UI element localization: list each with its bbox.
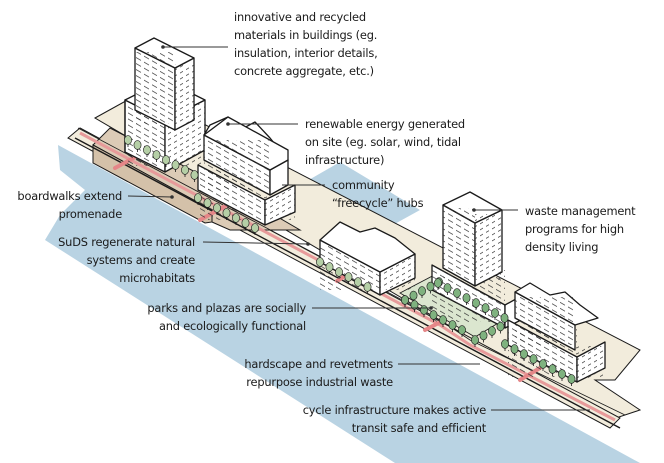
callout-line: systems and create bbox=[86, 253, 196, 267]
tree-icon bbox=[418, 286, 426, 298]
callout-line: transit safe and efficient bbox=[351, 421, 486, 435]
tree-icon bbox=[458, 325, 466, 337]
callout-line: community bbox=[332, 178, 395, 192]
callout-line: “freecycle” hubs bbox=[332, 196, 424, 210]
tree-icon bbox=[462, 293, 471, 305]
tree-icon bbox=[520, 349, 528, 361]
callout-parks: parks and plazas are socially and ecolog… bbox=[147, 299, 306, 335]
callout-cycle: cycle infrastructure makes active transi… bbox=[303, 401, 486, 437]
tree-icon bbox=[429, 310, 438, 322]
callout-line: materials in buildings (eg. bbox=[234, 28, 378, 42]
street-trees bbox=[124, 135, 576, 386]
tree-icon bbox=[479, 330, 488, 343]
tree-icon bbox=[133, 140, 142, 152]
tree-icon bbox=[194, 193, 202, 205]
callout-line: waste management bbox=[525, 204, 636, 218]
tree-icon bbox=[510, 344, 519, 356]
tree-icon bbox=[344, 272, 353, 284]
tree-icon bbox=[325, 262, 334, 274]
tree-icon bbox=[558, 369, 566, 381]
tree-icon bbox=[567, 374, 576, 386]
water-canal bbox=[45, 145, 640, 463]
tree-icon bbox=[491, 308, 499, 320]
tree-icon bbox=[472, 298, 480, 310]
tree-icon bbox=[501, 339, 509, 351]
callout-materials: innovative and recycled materials in bui… bbox=[234, 8, 378, 80]
callout-line: microhabitats bbox=[119, 271, 195, 285]
tree-icon bbox=[232, 213, 240, 225]
tree-icon bbox=[448, 320, 457, 332]
tree-icon bbox=[203, 198, 212, 210]
tree-icon bbox=[213, 203, 221, 215]
tree-icon bbox=[471, 335, 479, 347]
water-basin bbox=[300, 162, 420, 232]
callout-line: insulation, interior details, bbox=[234, 46, 378, 60]
cycle-lane bbox=[79, 131, 616, 422]
tree-icon bbox=[443, 283, 452, 295]
building-tower-1 bbox=[124, 37, 206, 173]
callout-line: on site (eg. solar, wind, tidal bbox=[305, 135, 461, 149]
tree-icon bbox=[354, 277, 362, 289]
tree-icon bbox=[453, 288, 461, 300]
leader-lines bbox=[127, 45, 590, 411]
callout-line: SuDS regenerate natural bbox=[58, 235, 195, 249]
tree-icon bbox=[162, 155, 170, 167]
callout-line: concrete aggregate, etc.) bbox=[234, 64, 374, 78]
callout-waste: waste management programs for high densi… bbox=[525, 202, 636, 256]
tree-icon bbox=[426, 281, 435, 294]
tree-icon bbox=[363, 282, 372, 294]
tree-icon bbox=[529, 354, 538, 366]
callout-line: renewable energy generated bbox=[305, 117, 465, 131]
callout-line: innovative and recycled bbox=[234, 10, 366, 24]
tree-icon bbox=[481, 303, 490, 315]
tree-icon bbox=[434, 278, 442, 290]
tree-icon bbox=[171, 160, 180, 172]
tree-icon bbox=[488, 326, 496, 338]
tree-icon bbox=[251, 223, 259, 235]
tree-icon bbox=[316, 257, 324, 269]
callout-line: boardwalks extend bbox=[17, 189, 122, 203]
callout-line: promenade bbox=[58, 207, 123, 221]
callout-hardscape: hardscape and revetments repurpose indus… bbox=[244, 355, 393, 391]
tree-icon bbox=[548, 364, 557, 376]
callout-freecycle: community “freecycle” hubs bbox=[332, 176, 424, 212]
tree-icon bbox=[181, 165, 189, 177]
building-sawtooth-2 bbox=[319, 221, 416, 296]
callout-line: repurpose industrial waste bbox=[246, 375, 393, 389]
callout-suds: SuDS regenerate natural systems and crea… bbox=[58, 233, 195, 287]
callout-line: hardscape and revetments bbox=[244, 357, 393, 371]
tree-icon bbox=[241, 218, 250, 230]
edge-line-2 bbox=[77, 127, 626, 416]
callout-line: parks and plazas are socially bbox=[147, 301, 306, 315]
tree-icon bbox=[143, 145, 151, 157]
tree-icon bbox=[439, 315, 447, 327]
building-sawtooth-1 bbox=[197, 116, 296, 226]
tree-icon bbox=[152, 150, 161, 162]
building-sawtooth-3 bbox=[507, 282, 606, 383]
tree-icon bbox=[539, 359, 547, 371]
tree-icon bbox=[496, 321, 505, 334]
tree-icon bbox=[335, 267, 343, 279]
callout-line: and ecologically functional bbox=[158, 319, 306, 333]
tree-icon bbox=[124, 135, 132, 147]
tree-icon bbox=[401, 295, 409, 307]
tree-icon bbox=[222, 208, 231, 220]
building-tower-2 bbox=[431, 191, 526, 329]
tree-icon bbox=[190, 170, 199, 182]
callout-boardwalks: boardwalks extend promenade bbox=[17, 187, 122, 223]
callout-line: cycle infrastructure makes active bbox=[302, 403, 486, 417]
callout-line: density living bbox=[525, 240, 599, 254]
callout-line: infrastructure) bbox=[305, 153, 385, 167]
tree-icon bbox=[500, 313, 509, 325]
callout-line: programs for high bbox=[525, 222, 624, 236]
callout-energy: renewable energy generated on site (eg. … bbox=[305, 115, 465, 169]
